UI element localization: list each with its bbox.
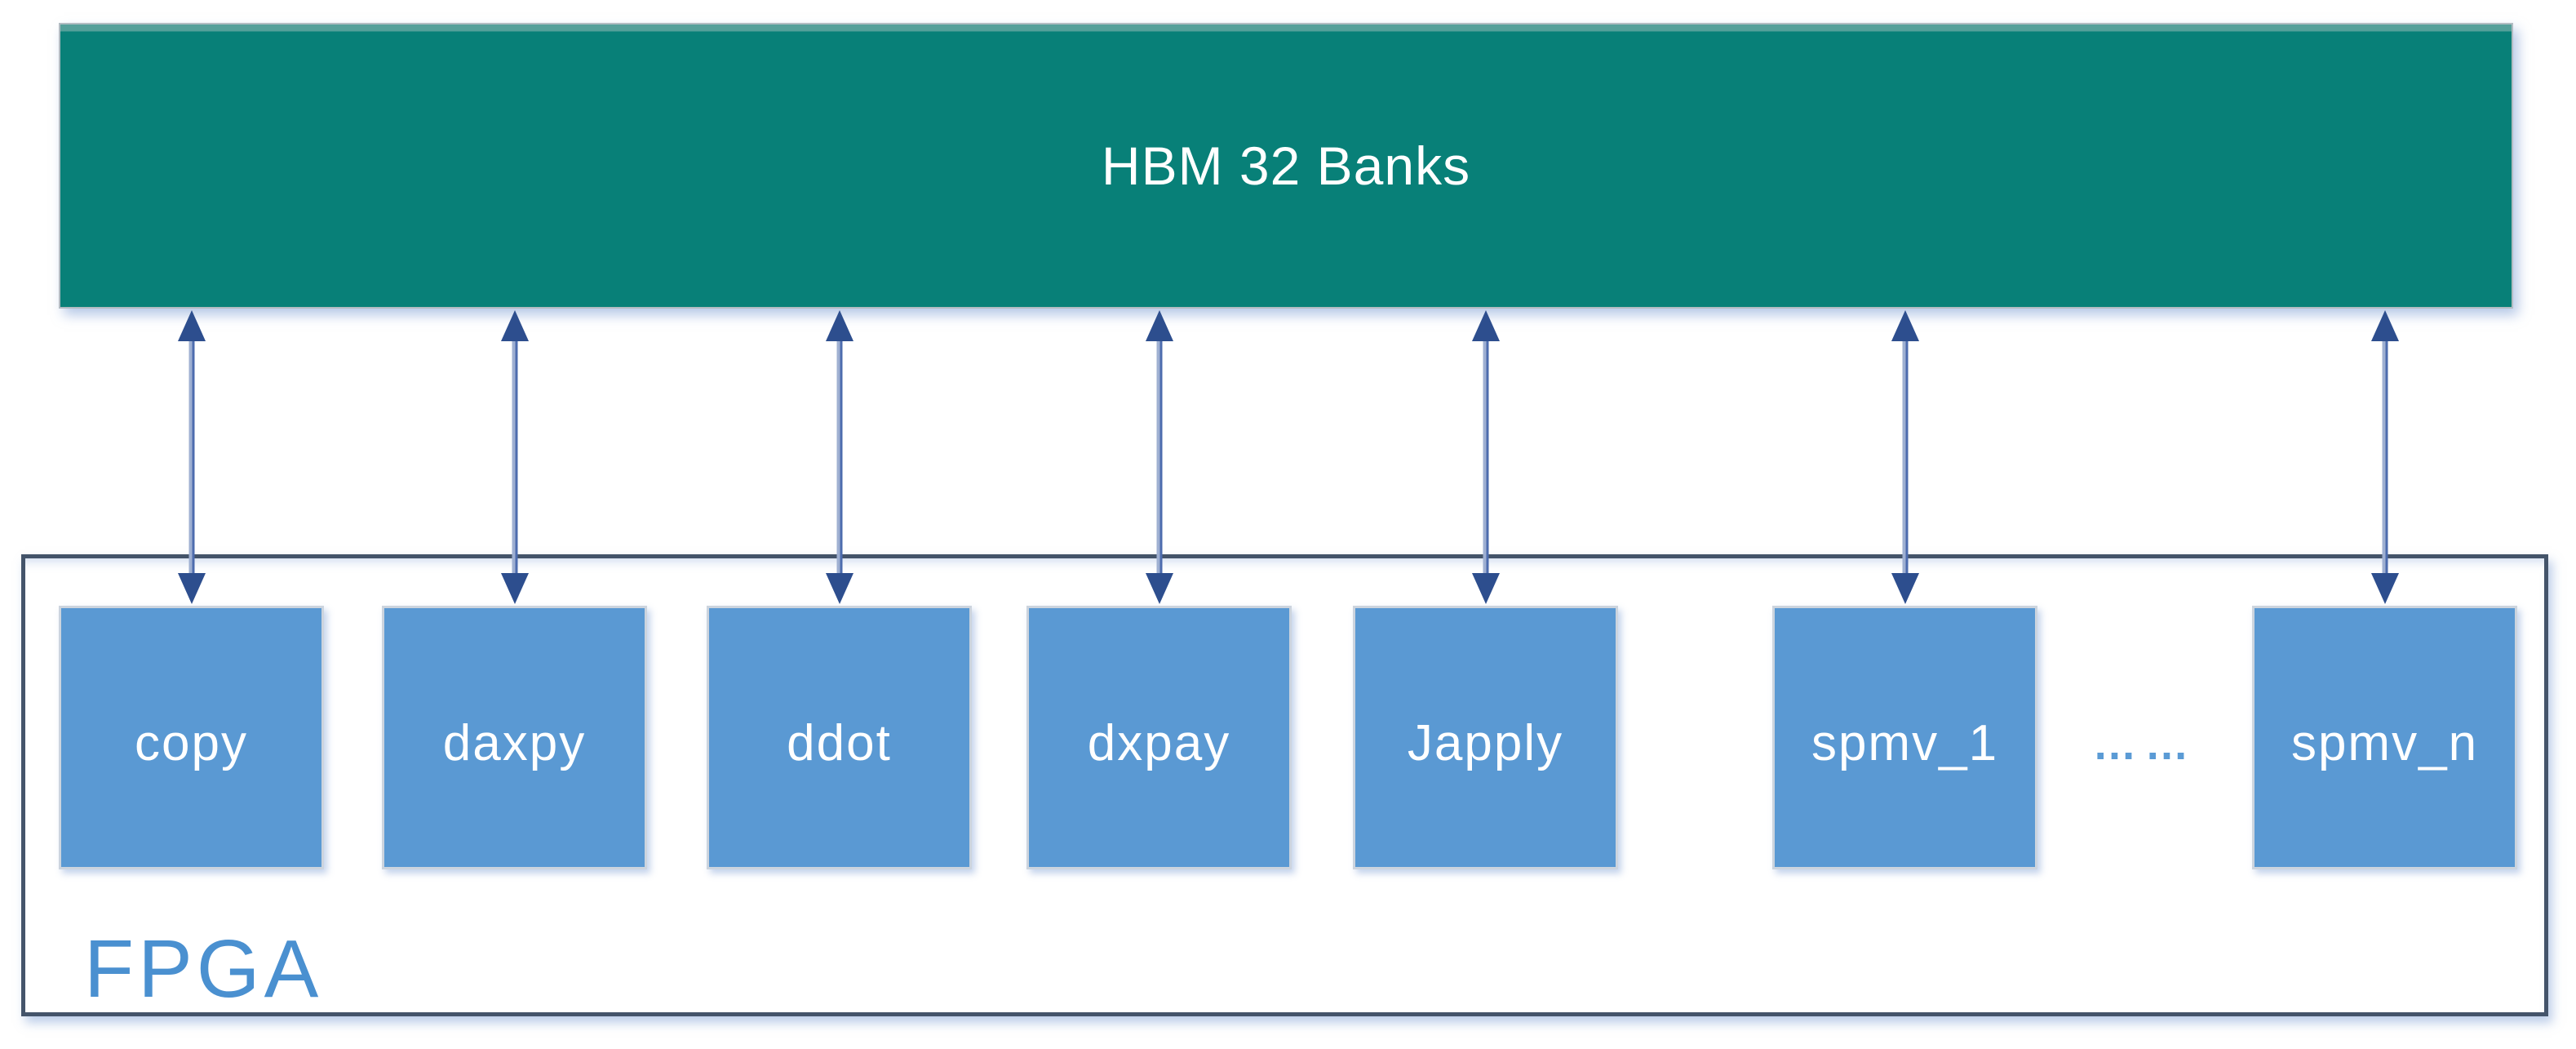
- arrow-up-head-icon: [2371, 310, 2399, 341]
- arrow-shaft: [1156, 331, 1163, 583]
- arrow-down-head-icon: [1146, 573, 1173, 604]
- arrow-up-head-icon: [1472, 310, 1500, 341]
- kernel-label: Japply: [1407, 715, 1564, 771]
- arrow-down-head-icon: [178, 573, 206, 604]
- arrow-shaft: [1483, 331, 1489, 583]
- hbm-banks-box: HBM 32 Banks: [59, 23, 2513, 309]
- hbm-dxpay-arrow: [1145, 309, 1174, 606]
- hbm-banks-label: HBM 32 Banks: [1101, 136, 1471, 196]
- kernel-label: ddot: [787, 715, 892, 771]
- arrow-down-head-icon: [1472, 573, 1500, 604]
- hbm-japply-arrow: [1471, 309, 1501, 606]
- kernel-label: spmv_n: [2290, 715, 2479, 771]
- arrow-up-head-icon: [826, 310, 853, 341]
- arrow-shaft: [1902, 331, 1909, 583]
- hbm-ddot-arrow: [825, 309, 854, 606]
- kernel-box-ddot: ddot: [707, 606, 972, 869]
- arrow-up-head-icon: [1146, 310, 1173, 341]
- arrow-shaft: [188, 331, 195, 583]
- kernel-box-daxpy: daxpy: [382, 606, 647, 869]
- kernel-label: daxpy: [442, 715, 587, 771]
- arrow-shaft: [836, 331, 843, 583]
- arrow-up-head-icon: [1891, 310, 1919, 341]
- fpga-label: FPGA: [84, 923, 323, 1015]
- kernel-label: copy: [135, 715, 248, 771]
- arrow-down-head-icon: [1891, 573, 1919, 604]
- kernel-box-dxpay: dxpay: [1026, 606, 1292, 869]
- hbm-copy-arrow: [177, 309, 206, 606]
- hbm-daxpy-arrow: [500, 309, 530, 606]
- kernel-box-spmv-n: spmv_n: [2252, 606, 2517, 869]
- kernel-box-copy: copy: [59, 606, 324, 869]
- arrow-shaft: [512, 331, 518, 583]
- arrow-shaft: [2382, 331, 2388, 583]
- kernel-box-japply: Japply: [1353, 606, 1618, 869]
- hbm-spmvn-arrow: [2370, 309, 2400, 606]
- arrow-up-head-icon: [501, 310, 529, 341]
- spmv-ellipsis: ……: [2092, 720, 2197, 769]
- arrow-down-head-icon: [2371, 573, 2399, 604]
- arrow-down-head-icon: [501, 573, 529, 604]
- kernel-label: spmv_1: [1811, 715, 1999, 771]
- kernel-box-spmv-1: spmv_1: [1772, 606, 2037, 869]
- kernel-label: dxpay: [1087, 715, 1231, 771]
- hbm-spmv1-arrow: [1891, 309, 1920, 606]
- arrow-up-head-icon: [178, 310, 206, 341]
- arrow-down-head-icon: [826, 573, 853, 604]
